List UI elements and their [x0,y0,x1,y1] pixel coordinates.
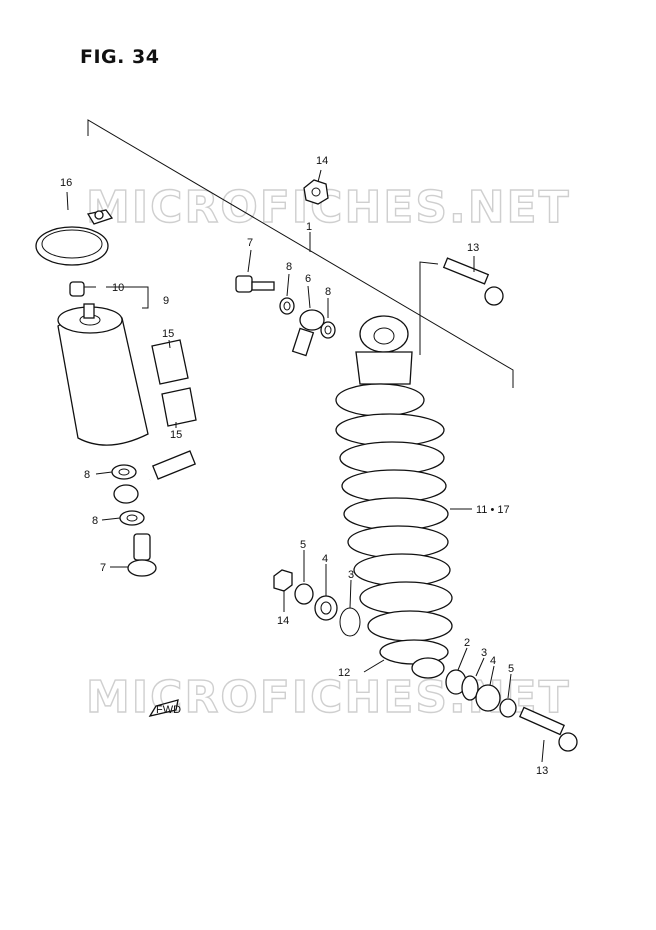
washers [111,297,336,526]
callout-15-bottom: 15 [170,429,182,441]
callout-7-bottom: 7 [100,562,106,574]
callout-14-top: 14 [316,155,328,167]
callout-8-top-right: 8 [325,286,331,298]
callout-5-left: 5 [300,539,306,551]
callout-4-right: 4 [490,655,496,667]
callout-16: 16 [60,177,72,189]
watermark-top: MICROFICHES.NET [86,182,571,233]
reservoir-hose [113,309,325,504]
leader-lines [66,169,545,763]
callout-14-bottom: 14 [277,615,289,627]
callout-4-left: 4 [322,553,328,565]
callout-13-top: 13 [467,242,479,254]
snap-ring [339,607,361,637]
callout-15-top: 15 [162,328,174,340]
callout-5-right: 5 [508,663,514,675]
callout-10: 10 [112,282,124,294]
callout-13-bottom: 13 [536,765,548,777]
callout-8-top-left: 8 [286,261,292,273]
callout-9: 9 [163,295,169,307]
lower-left-spacers [273,569,338,621]
lower-mount-bolt [519,706,578,752]
callout-8-bottom: 8 [92,515,98,527]
callout-7-top: 7 [247,237,253,249]
valve-cap [69,281,85,297]
callout-8-mid: 8 [84,469,90,481]
reservoir-tank [57,303,149,446]
top-mount-bolt [442,257,504,306]
callout-6: 6 [305,273,311,285]
shock-absorber [335,315,453,679]
assembly-bracket [87,119,514,388]
top-nut [303,179,329,205]
figure-title: FIG. 34 [80,46,160,68]
fwd-arrow-icon: FWD [148,699,181,717]
callout-11-17: 11 • 17 [476,504,510,516]
coil-spring [335,413,453,642]
banjo-bolt-upper [235,275,275,293]
label-stickers [151,339,197,427]
banjo-bolt-lower [127,533,157,577]
callout-2: 2 [464,637,470,649]
hose-clamp [35,209,114,266]
callout-3-right: 3 [481,647,487,659]
callout-12: 12 [338,667,350,679]
fwd-label: FWD [156,704,181,716]
callout-1: 1 [306,221,312,233]
callout-3-left: 3 [348,569,354,581]
lower-right-spacers [445,669,517,718]
callout-labels: 14 16 1 7 13 8 6 8 10 9 15 15 8 11 • 17 … [60,155,548,777]
